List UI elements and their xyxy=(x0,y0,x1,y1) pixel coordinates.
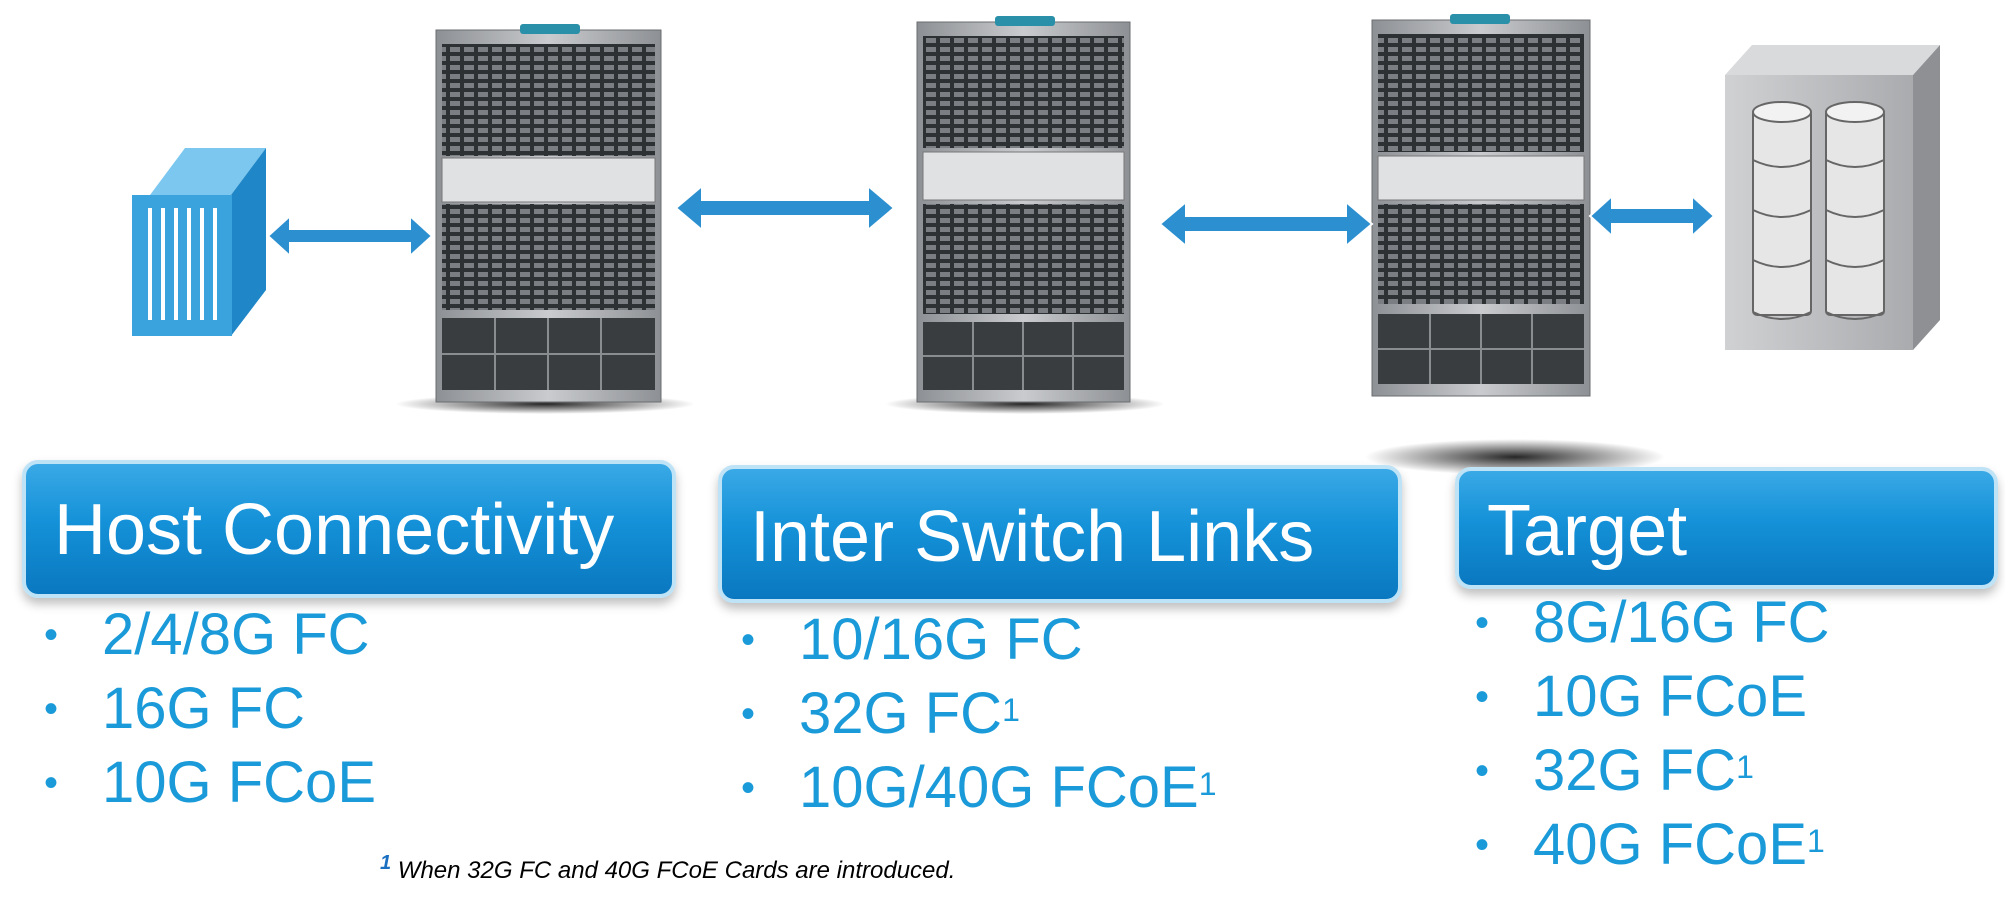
bidirectional-arrow-icon xyxy=(266,213,434,259)
inter-switch-links-banner: Inter Switch Links xyxy=(718,465,1402,603)
list-item: •10/16G FC xyxy=(741,607,1083,672)
mds-switch-chassis-icon xyxy=(395,24,695,414)
bidirectional-arrow-icon xyxy=(1588,193,1716,239)
section-title: Host Connectivity xyxy=(54,490,615,570)
list-item: •2/4/8G FC xyxy=(44,602,370,667)
list-item: •10G FCoE xyxy=(44,750,376,815)
list-item: •32G FC1 xyxy=(1475,738,1754,803)
target-list: •8G/16G FC •10G FCoE •32G FC1 •40G FCoE1 xyxy=(1475,586,1830,882)
bidirectional-arrow-icon xyxy=(1158,199,1374,249)
list-item: •32G FC1 xyxy=(741,681,1020,746)
list-item: •10G FCoE xyxy=(1475,664,1807,729)
footnote-text: When 32G FC and 40G FCoE Cards are intro… xyxy=(397,857,956,884)
bidirectional-arrow-icon xyxy=(674,183,896,233)
server-host-icon xyxy=(132,148,266,336)
list-item: •16G FC xyxy=(44,676,306,741)
host-connectivity-list: •2/4/8G FC •16G FC •10G FCoE xyxy=(44,598,376,820)
footnote: 1 When 32G FC and 40G FCoE Cards are int… xyxy=(380,852,955,885)
section-title: Inter Switch Links xyxy=(750,497,1315,577)
host-connectivity-banner: Host Connectivity xyxy=(22,460,676,598)
list-item: •8G/16G FC xyxy=(1475,590,1830,655)
list-item: •10G/40G FCoE1 xyxy=(741,755,1217,820)
list-item: •40G FCoE1 xyxy=(1475,812,1825,877)
section-title: Target xyxy=(1487,491,1688,571)
mds-switch-chassis-icon xyxy=(885,16,1165,414)
footnote-mark: 1 xyxy=(380,852,392,874)
storage-array-icon xyxy=(1725,45,1940,350)
mds-switch-chassis-icon xyxy=(1365,14,1665,475)
inter-switch-links-list: •10/16G FC •32G FC1 •10G/40G FCoE1 xyxy=(741,603,1217,825)
target-banner: Target xyxy=(1455,467,1998,589)
